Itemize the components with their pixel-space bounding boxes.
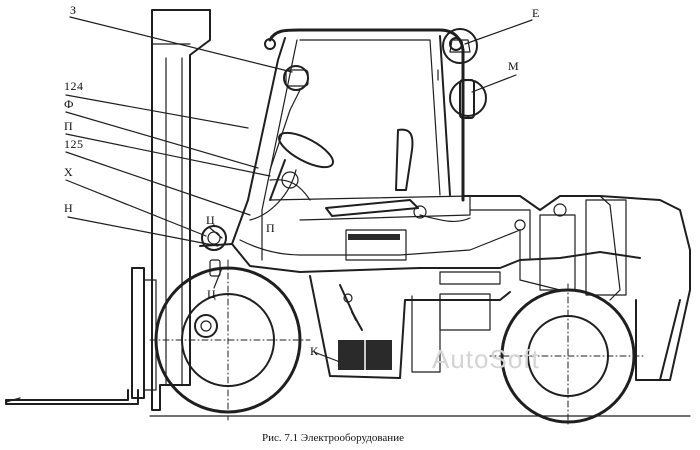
front-wheel (149, 259, 311, 421)
label-p: П (64, 119, 73, 133)
figure-caption: Рис. 7.1 Электрооборудование (262, 432, 404, 444)
steering-wheel (269, 131, 334, 201)
truck-body (199, 195, 691, 381)
label-p-small: П (266, 221, 275, 235)
cab-frame (231, 28, 465, 245)
label-125: 125 (64, 137, 84, 151)
label-k: К (310, 344, 319, 358)
rear-lamp-e (442, 28, 478, 64)
label-n: Н (64, 201, 73, 215)
counterweight (635, 299, 681, 381)
wiring-harness (239, 89, 567, 291)
label-ts-lower: Ц (207, 287, 216, 301)
rear-mirror-m (449, 79, 487, 119)
label-f: Ф (64, 97, 74, 111)
watermark: AutoSoft (432, 344, 540, 374)
label-z: З (70, 3, 77, 17)
label-kh: Х (64, 165, 73, 179)
battery-block (338, 340, 392, 370)
operator-seat (325, 128, 419, 217)
fork-carriage (5, 267, 157, 405)
leader-lines (65, 16, 533, 363)
rear-wheel (489, 283, 646, 427)
mast (151, 9, 211, 411)
tilt-cylinder (339, 284, 363, 331)
label-e: Е (532, 6, 540, 20)
label-m: М (508, 59, 519, 73)
seat-wiring-box (348, 234, 400, 240)
label-ts-upper: Ц (206, 213, 215, 227)
lamp-z (283, 65, 309, 91)
label-124: 124 (64, 79, 84, 93)
